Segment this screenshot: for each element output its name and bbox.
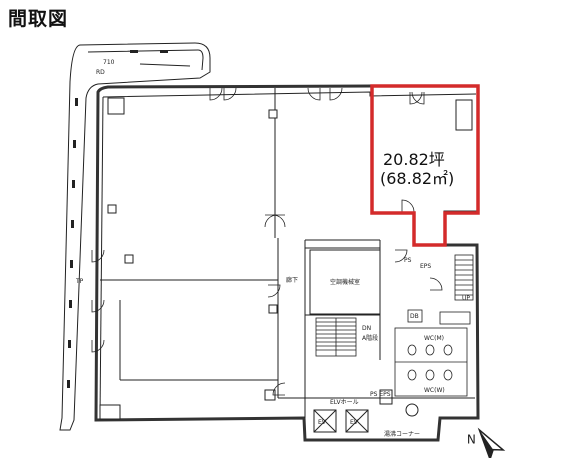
column [268,109,278,119]
ps-eps-label: PS EPS [370,391,391,398]
column [107,97,125,115]
elevator-left [313,409,337,433]
column [124,254,134,264]
corridor-label: 廊下 [286,276,298,284]
page-title: 間取図 [8,8,69,30]
elevator-right [345,409,369,433]
stair-b [454,254,474,301]
balcony-outline [59,42,211,431]
balcony-rail [139,63,191,67]
ev-right-label: EV [350,419,359,426]
pantry-label: 湯沸コーナー [384,430,420,438]
area-tsubo: 20.82坪 [383,150,445,169]
wc-men-label: WC(M) [424,335,444,342]
area-sqm: (68.82㎡) [380,169,455,188]
balcony-code-label: RD [96,69,105,76]
building-inner-wall [102,91,477,98]
eps-label: EPS [420,263,431,270]
dn-stair-label: A階段 [362,334,378,342]
ev-left-label: EV [318,419,327,426]
column [99,404,121,420]
ps-label: PS [404,257,412,264]
column [107,204,117,214]
air-machine-room-label: 空調機械室 [330,278,360,286]
db-label: DB [410,313,419,320]
up-label: UP [462,295,470,302]
tp-label: TP [75,278,84,285]
north-arrow-icon: N [467,427,506,458]
wc-women-label: WC(W) [424,387,445,394]
balcony-inner-line [87,49,204,71]
dn-label: DN [362,325,371,332]
svg-text:N: N [467,433,476,447]
elv-hall-label: ELVホール [330,399,359,406]
highlighted-unit-outline [370,84,480,247]
column [455,99,473,131]
column [268,304,278,314]
balcony-width-label: 710 [103,59,115,66]
